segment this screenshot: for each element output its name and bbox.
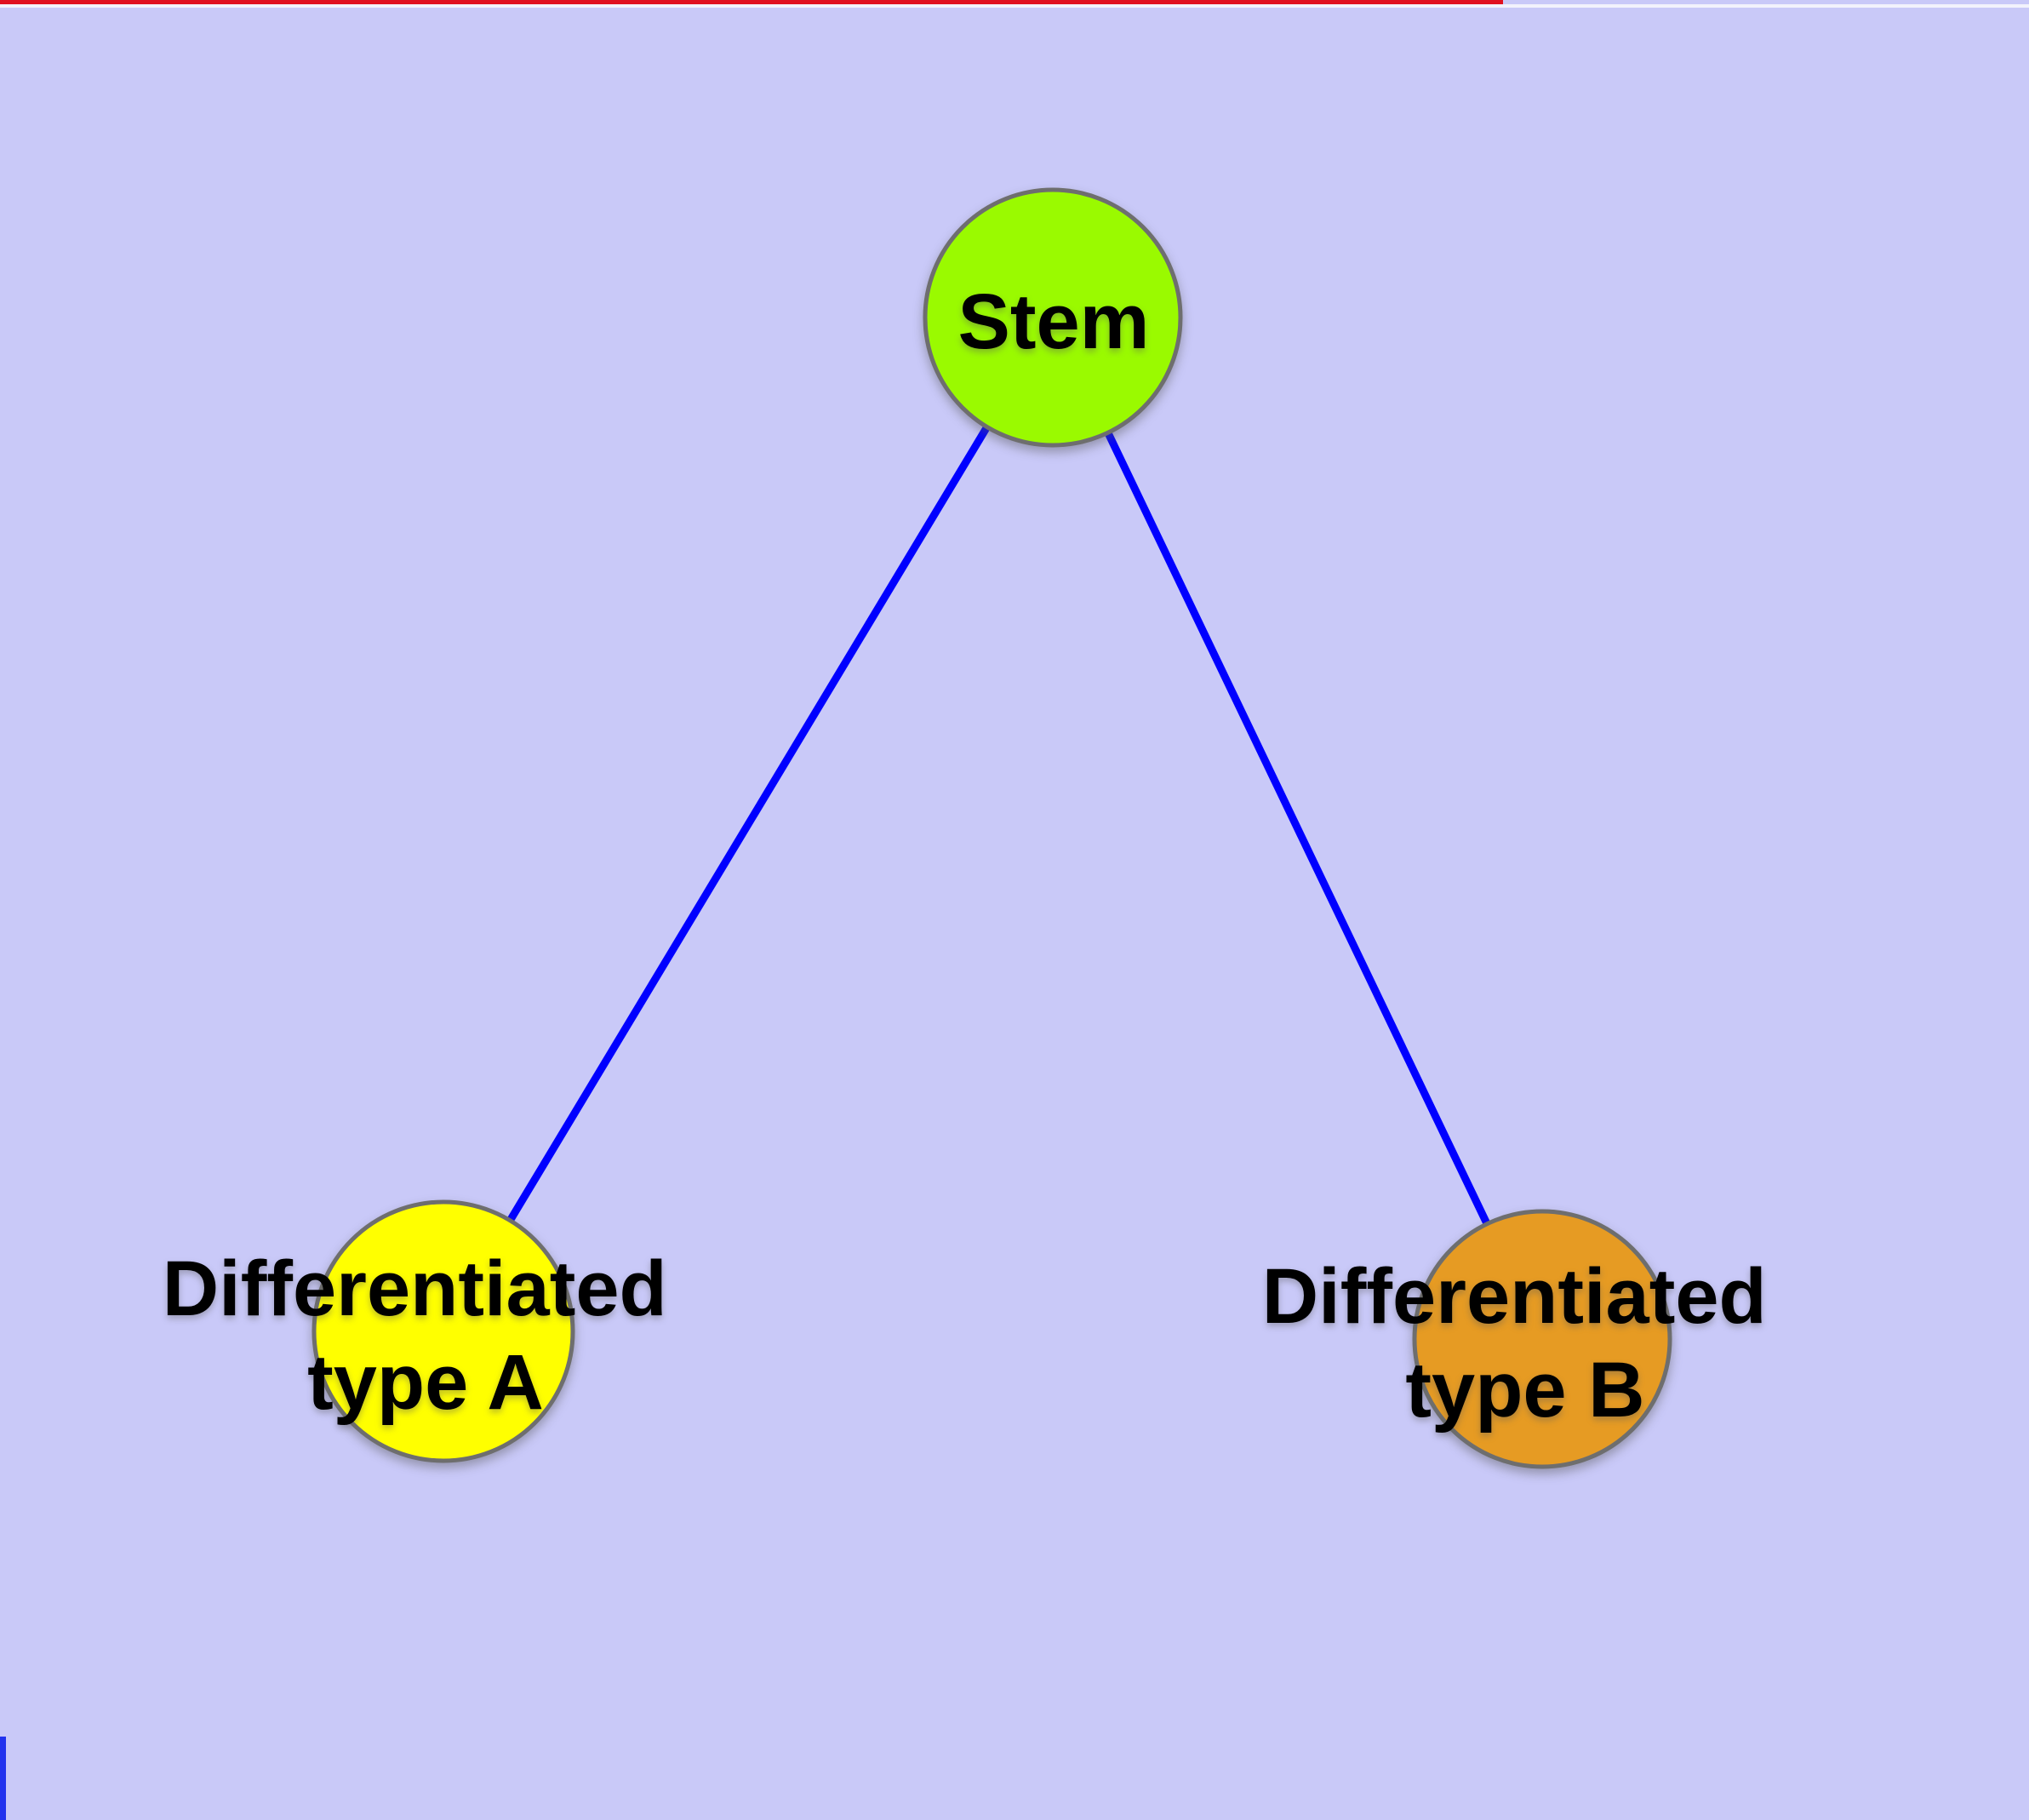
edge-stem-to-type-b: [1049, 316, 1546, 1341]
node-label-type-a-line2: type A: [307, 1339, 544, 1426]
node-label-type-b-line2: type B: [1405, 1347, 1644, 1434]
node-differentiated-type-b[interactable]: [1412, 1209, 1672, 1469]
node-label-differentiated-type-a: Differentiated type A: [163, 1245, 689, 1426]
node-label-differentiated-type-b: Differentiated type B: [1262, 1253, 1789, 1434]
top-edge-white-line: [0, 4, 2029, 8]
edge-stem-to-type-a: [440, 315, 1056, 1334]
top-edge-red-line: [0, 0, 1503, 4]
bottom-left-blue-mark: [0, 1737, 6, 1820]
node-label-type-b-line1: Differentiated: [1262, 1253, 1767, 1340]
labels-layer: Stem Differentiated type A Differentiate…: [163, 278, 1789, 1434]
node-differentiated-type-a[interactable]: [311, 1199, 575, 1463]
edges-layer: [440, 315, 1546, 1341]
node-stem[interactable]: [923, 187, 1183, 448]
node-label-stem: Stem: [958, 278, 1150, 365]
node-label-type-a-line1: Differentiated: [163, 1245, 667, 1332]
node-label-stem-line1: Stem: [958, 278, 1150, 365]
nodes-layer: [311, 187, 1672, 1469]
